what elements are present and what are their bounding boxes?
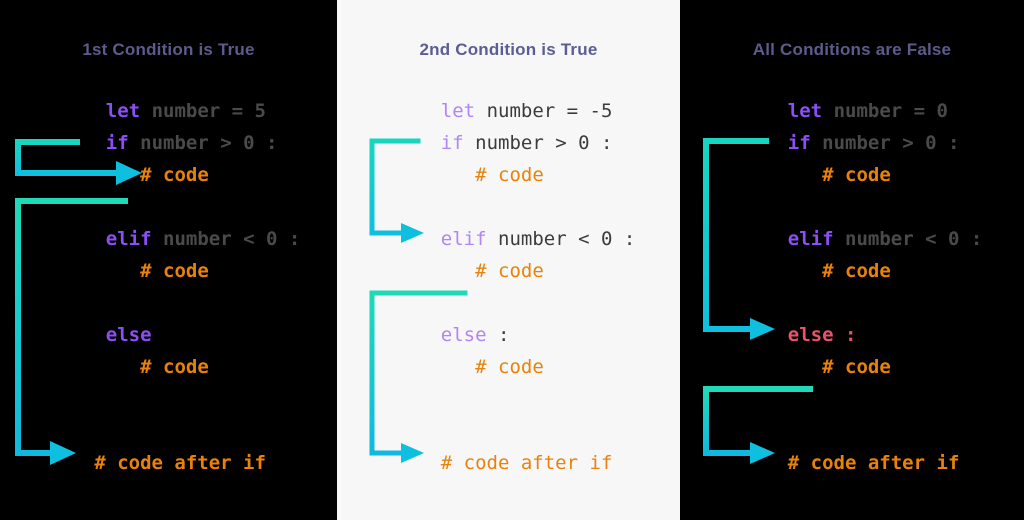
code-token: number > 0 :	[128, 132, 278, 154]
code-token: # code after if	[440, 452, 613, 474]
code-token: number < 0 :	[486, 228, 636, 250]
code-line: else :	[441, 319, 510, 351]
code-token: number < 0 :	[833, 228, 983, 250]
code-token: let	[787, 100, 823, 122]
code-token: elif	[440, 228, 487, 250]
code-token: else	[787, 324, 834, 346]
code-line: if number > 0 :	[788, 127, 960, 159]
code-token: # code	[140, 356, 209, 378]
code-token: # code	[140, 164, 209, 186]
code-token: # code	[822, 164, 891, 186]
code-token: # code	[475, 164, 544, 186]
code-token: if	[105, 132, 129, 154]
code-line: # code	[475, 351, 544, 383]
code-line: # code	[475, 159, 544, 191]
code-line: # code	[140, 255, 209, 287]
code-line: if number > 0 :	[441, 127, 613, 159]
code-token: number > 0 :	[810, 132, 960, 154]
code-token: number = 5	[140, 100, 266, 122]
panel-2-title: 2nd Condition is True	[419, 40, 598, 59]
code-line: # code	[822, 255, 891, 287]
code-line: # code	[475, 255, 544, 287]
code-token: number > 0 :	[463, 132, 613, 154]
code-line: else	[106, 319, 152, 351]
code-token: # code	[140, 260, 209, 282]
panel-2nd-condition-true: 2nd Condition is True	[337, 0, 680, 520]
code-token: # code after if	[787, 452, 960, 474]
code-token: else	[105, 324, 152, 346]
code-line: let number = -5	[441, 95, 613, 127]
code-token: if	[440, 132, 464, 154]
code-token: let	[105, 100, 141, 122]
code-token: # code	[822, 260, 891, 282]
code-token: # code after if	[94, 452, 266, 474]
code-token: else	[440, 324, 487, 346]
code-line: # code	[140, 159, 209, 191]
code-line: if number > 0 :	[106, 127, 278, 159]
code-line: elif number < 0 :	[441, 223, 635, 255]
code-token: number < 0 :	[151, 228, 301, 250]
code-token: # code	[822, 356, 891, 378]
code-token: # code	[475, 260, 544, 282]
panel-all-conditions-false: All Conditions are False	[680, 0, 1024, 520]
code-line: let number = 5	[106, 95, 266, 127]
code-token: number = -5	[475, 100, 613, 122]
arrow-if-false-to-else	[703, 138, 775, 340]
code-line: # code	[822, 351, 891, 383]
code-line: elif number < 0 :	[106, 223, 300, 255]
code-token: number = 0	[822, 100, 948, 122]
arrow-if-false-to-elif	[369, 138, 424, 243]
code-line: elif number < 0 :	[788, 223, 982, 255]
code-line: # code	[822, 159, 891, 191]
code-line: # code after if	[94, 447, 266, 479]
code-token: elif	[105, 228, 152, 250]
code-token: elif	[787, 228, 834, 250]
code-token: let	[440, 100, 476, 122]
code-line: # code	[140, 351, 209, 383]
panel-1-title: 1st Condition is True	[82, 40, 255, 59]
panel-1st-condition-true: 1st Condition is True	[0, 0, 337, 520]
code-line: let number = 0	[788, 95, 948, 127]
code-line: else :	[788, 319, 857, 351]
code-line: # code after if	[441, 447, 613, 479]
code-token: :	[833, 324, 857, 346]
panel-3-title: All Conditions are False	[752, 40, 952, 59]
code-token: # code	[475, 356, 544, 378]
code-token: :	[486, 324, 510, 346]
code-line: # code after if	[788, 447, 960, 479]
code-token: if	[787, 132, 811, 154]
